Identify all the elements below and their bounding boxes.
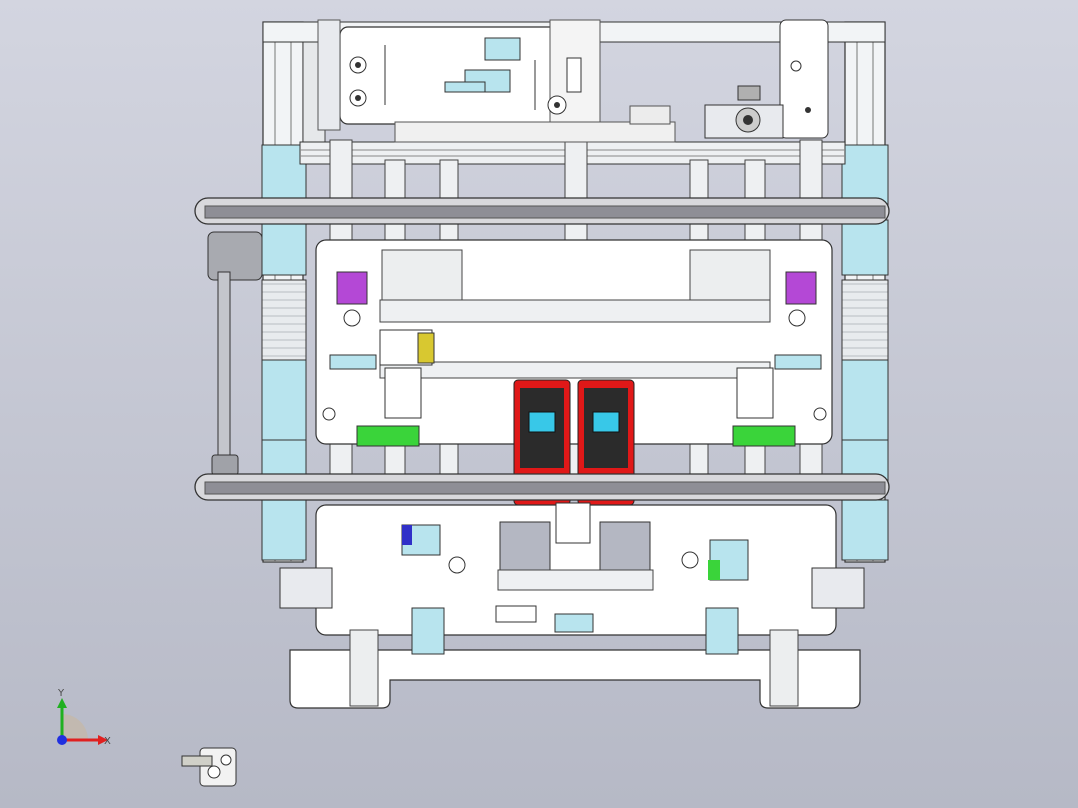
left-frame-column [261,21,326,563]
axis-x-label: X [104,736,111,747]
right-frame-column [841,21,889,563]
detail-view-part[interactable] [181,747,237,787]
top-motor-plate [317,19,676,143]
top-right-drive [704,19,829,139]
lift-carriage [315,239,833,447]
belt-conveyor-upper [194,197,890,225]
belt-conveyor-lower [194,473,890,501]
base-plate [279,502,865,709]
orientation-triad: X Y [57,688,111,747]
axis-z-dot [57,735,67,745]
belt-drive-motor [207,231,263,476]
axis-y-label: Y [57,688,65,699]
